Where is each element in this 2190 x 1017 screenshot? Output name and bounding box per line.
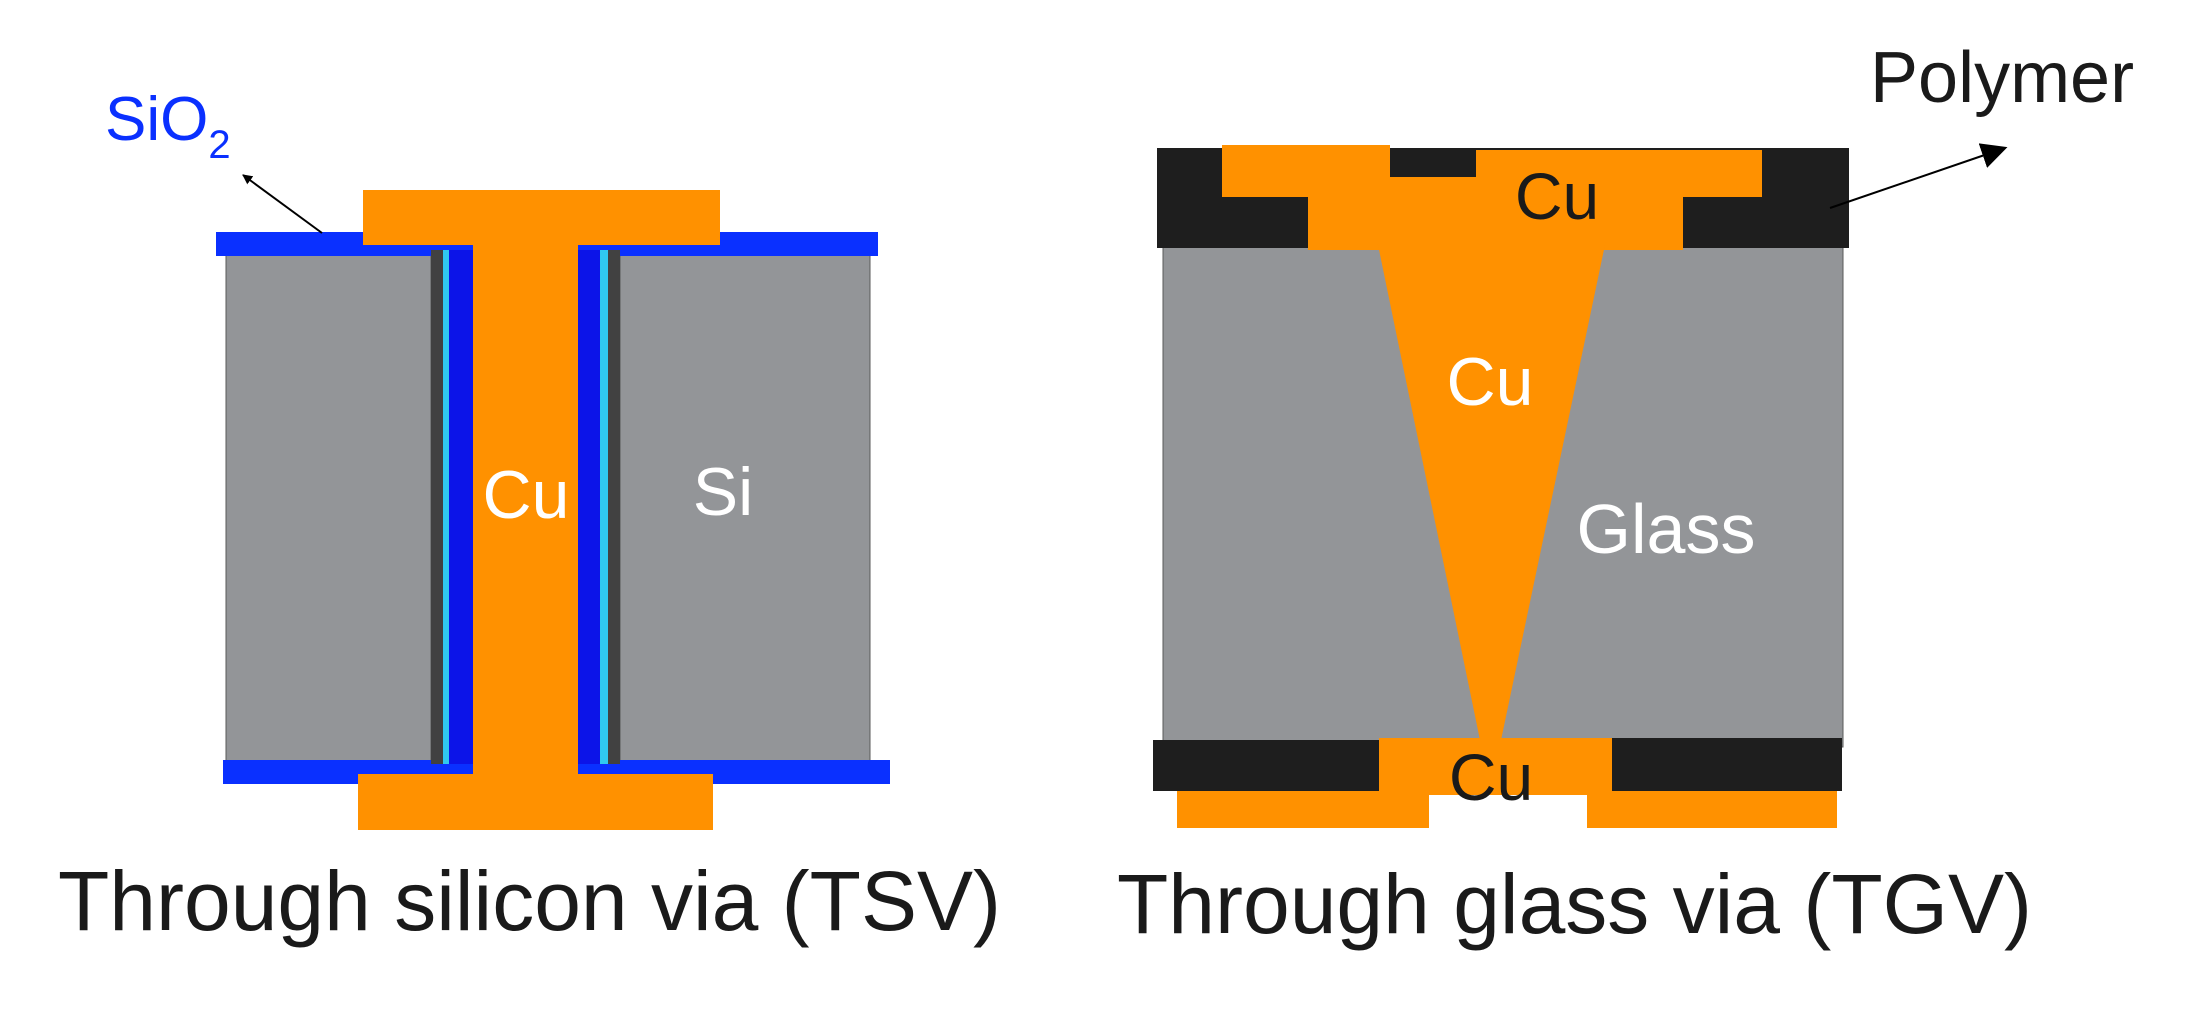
tsv-cross-section <box>216 174 890 830</box>
tsv-right-liner <box>578 250 600 764</box>
tsv-cu-label: Cu <box>483 457 570 533</box>
tsv-cu-column <box>473 240 578 780</box>
tsv-left-liner <box>449 250 473 764</box>
tgv-bottom-polymer-left <box>1153 740 1379 791</box>
tsv-oxide-subscript: 2 <box>208 123 230 167</box>
tgv-bottom-polymer-right <box>1612 738 1842 791</box>
tgv-cross-section <box>1153 143 2008 828</box>
tsv-si-label: Si <box>693 454 753 530</box>
tsv-left-barrier <box>443 250 449 764</box>
tgv-cu-top-bridge <box>1308 177 1683 199</box>
tgv-cu-bottom-left-pad <box>1177 791 1429 828</box>
tgv-cu-via-label: Cu <box>1447 344 1534 420</box>
tsv-oxide-arrow <box>242 174 323 234</box>
tsv-caption: Through silicon via (TSV) <box>58 854 1001 948</box>
tsv-oxide-label: SiO2 <box>105 85 231 167</box>
tsv-left-sidewall-dark <box>431 250 443 764</box>
tsv-silicon-left <box>225 243 432 765</box>
tsv-cu-top-pad <box>363 190 720 245</box>
tgv-caption: Through glass via (TGV) <box>1117 857 2032 951</box>
tsv-right-sidewall-dark <box>608 250 620 764</box>
tsv-right-barrier <box>600 250 608 764</box>
tgv-cu-bottom-right-pad <box>1587 791 1837 828</box>
tsv-cu-bottom-pad <box>358 774 713 830</box>
tgv-polymer-arrow <box>1829 143 2008 209</box>
tgv-cu-bottom-center <box>1379 738 1612 795</box>
tgv-cu-top-label: Cu <box>1515 159 1599 233</box>
tgv-cu-via <box>1377 240 1606 745</box>
tgv-cu-bottom-label: Cu <box>1449 740 1533 814</box>
tgv-polymer-label: Polymer <box>1870 38 2134 118</box>
tgv-glass-label: Glass <box>1577 490 1756 568</box>
tsv-silicon-right <box>619 243 871 765</box>
